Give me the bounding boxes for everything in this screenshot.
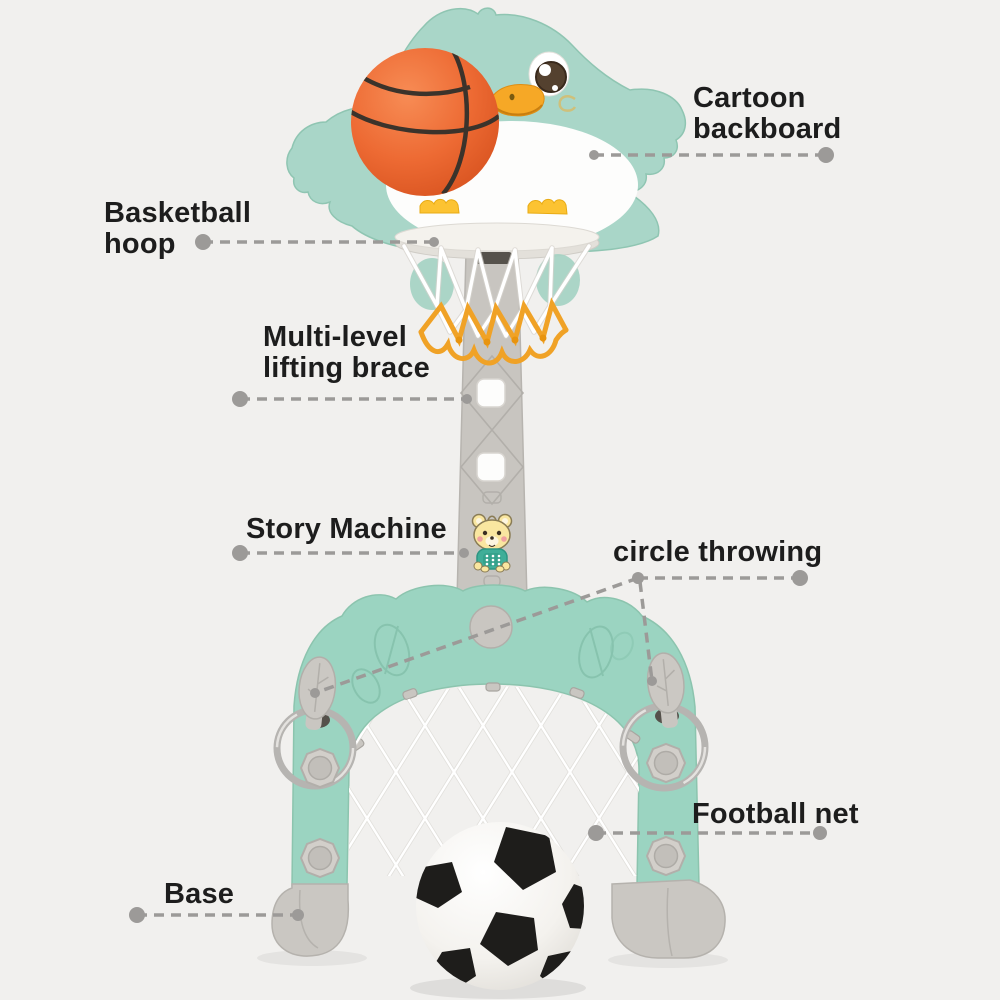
basketball-hoop-net bbox=[401, 243, 592, 366]
multi-level-lifting-brace-label: Multi-level lifting brace bbox=[263, 322, 430, 384]
arch-base bbox=[291, 584, 700, 887]
story-machine-label-line1: Story Machine bbox=[246, 513, 447, 545]
multi-level-label-line2: lifting brace bbox=[263, 352, 430, 384]
duck-eye bbox=[528, 51, 570, 97]
pole-adjust-hole bbox=[476, 378, 506, 408]
duck-beak bbox=[490, 84, 545, 117]
basketball-hoop-label-line1: Basketball bbox=[104, 197, 252, 229]
base-foot-right bbox=[611, 879, 726, 959]
cartoon-backboard-label: Cartoon backboard bbox=[693, 83, 841, 145]
cartoon-backboard-label-line1: Cartoon bbox=[693, 82, 806, 114]
leader-lines bbox=[137, 153, 826, 917]
multi-level-label-line1: Multi-level bbox=[263, 321, 407, 353]
story-machine-label: Story Machine bbox=[246, 514, 447, 545]
basketball-hoop-label-line2: hoop bbox=[104, 228, 176, 260]
base-foot-left bbox=[271, 883, 350, 957]
football-net-label: Football net bbox=[692, 799, 859, 830]
basketball-hoop-rim bbox=[394, 222, 600, 310]
duck-foot-right bbox=[527, 198, 568, 215]
leader-line-dots bbox=[129, 147, 834, 923]
arch-center-knob bbox=[469, 605, 513, 649]
football-net-mesh bbox=[349, 686, 639, 876]
duck-cheek-curl bbox=[558, 95, 577, 112]
circle-throwing-label: circle throwing bbox=[613, 537, 822, 568]
basketball-ball bbox=[351, 48, 499, 196]
basketball-hoop-label: Basketball hoop bbox=[104, 198, 251, 260]
leg-bolts bbox=[299, 742, 687, 879]
ring-peg-right bbox=[646, 652, 685, 729]
base-label: Base bbox=[164, 879, 234, 910]
soccer-ball bbox=[410, 822, 586, 999]
ring-peg-left bbox=[298, 656, 337, 731]
circle-throwing-label-line1: circle throwing bbox=[613, 536, 823, 568]
football-net-label-line1: Football net bbox=[692, 798, 859, 830]
base-label-line1: Base bbox=[164, 878, 235, 910]
duck-foot-left bbox=[419, 198, 460, 214]
leader-line-circle-throwing-left-ring bbox=[314, 576, 639, 695]
story-machine-bear bbox=[471, 513, 513, 573]
net-hooks bbox=[349, 682, 641, 752]
leaf-embossing bbox=[351, 623, 634, 704]
cartoon-backboard-label-line2: backboard bbox=[693, 113, 842, 145]
pole-adjust-hole bbox=[476, 452, 506, 482]
